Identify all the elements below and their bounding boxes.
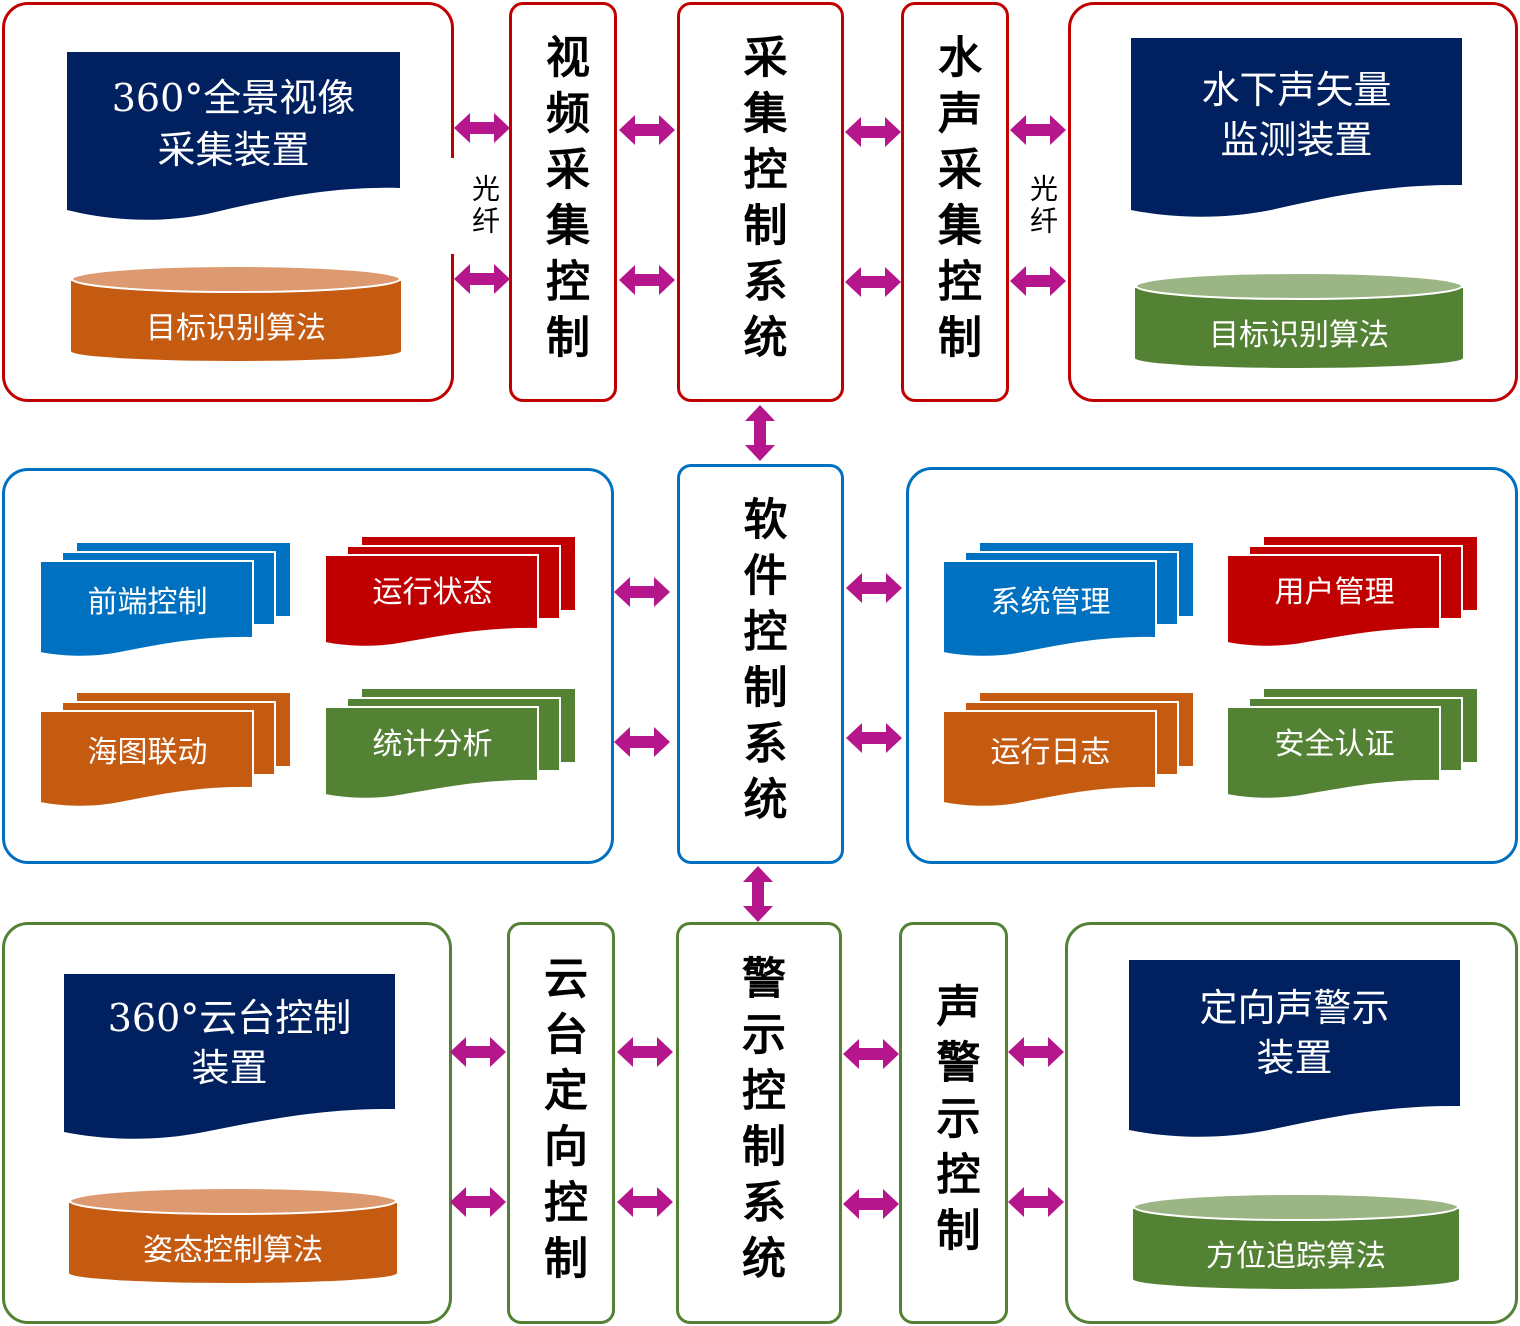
module-statistical-analysis[interactable]: 统计分析 — [325, 689, 575, 804]
panoramic-video-device-panel: 360°全景视像 采集装置 目标识别算法 — [2, 2, 454, 402]
document-shape-icon — [64, 974, 395, 1139]
multi-document-shape-icon — [943, 543, 1193, 658]
sound-alert-control-label: 声警示控制 — [928, 983, 980, 1263]
double-arrow-horizontal-icon — [450, 1036, 506, 1068]
double-arrow-vertical-icon — [744, 405, 776, 461]
software-control-system-label: 软件控制系统 — [735, 496, 787, 832]
module-chart-linkage[interactable]: 海图联动 — [40, 693, 290, 808]
acquisition-control-system-label: 采集控制系统 — [735, 34, 787, 370]
document-shape-icon — [67, 52, 400, 220]
attitude-control-algorithm-label: 姿态控制算法 — [143, 1233, 323, 1268]
double-arrow-horizontal-icon — [619, 264, 675, 296]
double-arrow-horizontal-icon — [614, 576, 670, 608]
module-label: 系统管理 — [990, 585, 1111, 620]
double-arrow-horizontal-icon — [454, 263, 510, 295]
panoramic-video-device-title-block: 360°全景视像 采集装置 — [67, 52, 400, 222]
double-arrow-horizontal-icon — [614, 726, 670, 758]
underwater-acoustic-device-title-line2: 监测装置 — [1220, 118, 1373, 162]
alert-control-system-label: 警示控制系统 — [734, 955, 785, 1291]
double-arrow-horizontal-icon — [454, 112, 510, 144]
multi-document-shape-icon — [325, 689, 575, 800]
directional-sound-alert-device-title-line2: 装置 — [1256, 1036, 1333, 1080]
alert-control-system-box[interactable]: 警示控制系统 — [676, 922, 842, 1324]
directional-sound-alert-device-title-line1: 定向声警示 — [1199, 986, 1390, 1030]
cylinder-shape-icon — [69, 1187, 397, 1283]
module-user-management[interactable]: 用户管理 — [1227, 537, 1477, 652]
module-label: 用户管理 — [1274, 575, 1395, 610]
module-label: 运行状态 — [372, 575, 493, 610]
pan-tilt-device-title-line1: 360°云台控制 — [107, 996, 352, 1040]
pan-tilt-directional-control-box[interactable]: 云台定向控制 — [507, 922, 615, 1324]
fiber-label-left: 光纤 — [462, 168, 506, 244]
double-arrow-horizontal-icon — [619, 114, 675, 146]
multi-document-shape-icon — [40, 693, 290, 808]
pan-tilt-device-panel: 360°云台控制 装置 姿态控制算法 — [2, 922, 452, 1324]
acoustic-acquisition-control-box[interactable]: 水声采集控制 — [901, 2, 1009, 402]
video-acquisition-control-label: 视频采集控制 — [538, 34, 589, 370]
acoustic-acquisition-control-label: 水声采集控制 — [930, 34, 981, 370]
software-modules-left-panel: 前端控制 运行状态 海图联动 统计分析 — [2, 468, 614, 864]
target-recognition-algorithm-label: 目标识别算法 — [1209, 318, 1389, 353]
multi-document-shape-icon — [1227, 689, 1477, 800]
module-running-status[interactable]: 运行状态 — [325, 537, 575, 652]
document-shape-icon — [1131, 38, 1462, 217]
multi-document-shape-icon — [40, 543, 290, 658]
document-shape-icon — [1129, 960, 1460, 1137]
video-acquisition-control-box[interactable]: 视频采集控制 — [509, 2, 617, 402]
module-label: 海图联动 — [87, 735, 208, 770]
module-label: 运行日志 — [990, 735, 1111, 770]
double-arrow-horizontal-icon — [1008, 1186, 1064, 1218]
pan-tilt-device-title-block: 360°云台控制 装置 — [64, 974, 395, 1144]
double-arrow-horizontal-icon — [617, 1036, 673, 1068]
double-arrow-horizontal-icon — [843, 1188, 899, 1220]
cylinder-shape-icon — [71, 265, 401, 361]
module-front-end-control[interactable]: 前端控制 — [40, 543, 290, 658]
target-recognition-algorithm-cylinder-right: 目标识别算法 — [1135, 270, 1463, 370]
double-arrow-horizontal-icon — [1008, 1036, 1064, 1068]
module-system-management[interactable]: 系统管理 — [943, 543, 1193, 658]
directional-sound-alert-device-title-block: 定向声警示 装置 — [1129, 960, 1460, 1145]
double-arrow-horizontal-icon — [846, 722, 902, 754]
double-arrow-horizontal-icon — [450, 1186, 506, 1218]
underwater-acoustic-device-panel: 水下声矢量 监测装置 目标识别算法 — [1068, 2, 1518, 402]
panoramic-video-device-title-line1: 360°全景视像 — [111, 76, 356, 120]
border-gap — [447, 158, 457, 254]
module-label: 统计分析 — [372, 727, 493, 762]
underwater-acoustic-device-title-line1: 水下声矢量 — [1201, 68, 1392, 112]
module-label: 前端控制 — [87, 585, 208, 620]
module-operation-log[interactable]: 运行日志 — [943, 693, 1193, 808]
azimuth-tracking-algorithm-cylinder: 方位追踪算法 — [1133, 1191, 1459, 1291]
multi-document-shape-icon — [943, 693, 1193, 808]
double-arrow-horizontal-icon — [1010, 114, 1066, 146]
double-arrow-horizontal-icon — [843, 1038, 899, 1070]
software-control-system-box[interactable]: 软件控制系统 — [677, 464, 844, 864]
fiber-label-right: 光纤 — [1020, 168, 1064, 244]
module-security-authentication[interactable]: 安全认证 — [1227, 689, 1477, 804]
software-modules-right-panel: 系统管理 用户管理 运行日志 安全认证 — [906, 467, 1518, 864]
multi-document-shape-icon — [1227, 537, 1477, 648]
double-arrow-horizontal-icon — [845, 266, 901, 298]
underwater-acoustic-device-title-block: 水下声矢量 监测装置 — [1131, 38, 1462, 223]
panoramic-video-device-title-line2: 采集装置 — [157, 128, 310, 172]
acquisition-control-system-box[interactable]: 采集控制系统 — [677, 2, 844, 402]
cylinder-shape-icon — [1133, 1193, 1459, 1289]
sound-alert-control-box[interactable]: 声警示控制 — [899, 922, 1008, 1324]
double-arrow-horizontal-icon — [1010, 265, 1066, 297]
cylinder-shape-icon — [1135, 272, 1463, 368]
directional-sound-alert-device-panel: 定向声警示 装置 方位追踪算法 — [1065, 922, 1518, 1324]
multi-document-shape-icon — [325, 537, 575, 648]
pan-tilt-device-title-line2: 装置 — [191, 1046, 268, 1090]
pan-tilt-directional-control-label: 云台定向控制 — [536, 955, 587, 1291]
module-label: 安全认证 — [1274, 727, 1395, 762]
target-recognition-algorithm-label: 目标识别算法 — [146, 311, 326, 346]
double-arrow-horizontal-icon — [617, 1186, 673, 1218]
double-arrow-horizontal-icon — [846, 572, 902, 604]
attitude-control-algorithm-cylinder: 姿态控制算法 — [69, 1185, 397, 1285]
double-arrow-horizontal-icon — [845, 116, 901, 148]
target-recognition-algorithm-cylinder-left: 目标识别算法 — [71, 263, 401, 363]
double-arrow-vertical-icon — [742, 866, 774, 922]
azimuth-tracking-algorithm-label: 方位追踪算法 — [1206, 1239, 1386, 1274]
